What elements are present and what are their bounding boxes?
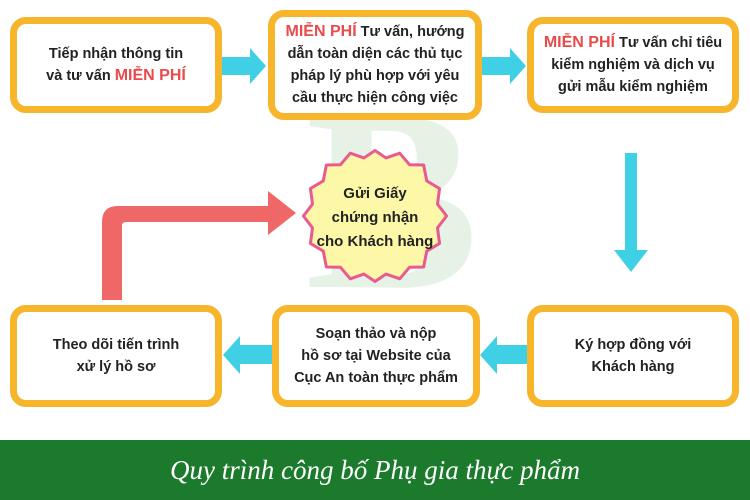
- step-2-box: MIỄN PHÍ Tư vấn, hướng dẫn toàn diện các…: [268, 10, 482, 120]
- arrow-step3-to-step4: [614, 153, 648, 272]
- step-2-free-label: MIỄN PHÍ: [285, 23, 357, 40]
- banner-title: Quy trình công bố Phụ gia thực phẩm: [170, 454, 580, 485]
- arrow-step4-to-step5: [480, 336, 527, 374]
- final-step-text: Gửi Giấy chứng nhận cho Khách hàng: [316, 185, 434, 250]
- title-banner: Quy trình công bố Phụ gia thực phẩm: [0, 440, 750, 500]
- step-3-box: MIỄN PHÍ Tư vấn chỉ tiêu kiểm nghiệm và …: [527, 17, 739, 113]
- step-6-text: Theo dõi tiến trình xử lý hồ sơ: [52, 337, 180, 375]
- step-3-free-label: MIỄN PHÍ: [543, 34, 615, 51]
- step-2-text: Tư vấn, hướng dẫn toàn diện các thủ tục …: [287, 24, 465, 106]
- final-step-badge: [301, 149, 449, 283]
- step-5-text: Soạn thảo và nộp hồ sơ tại Website của C…: [294, 326, 458, 386]
- arrow-step2-to-step3: [482, 48, 526, 84]
- step-6-box: Theo dõi tiến trình xử lý hồ sơ: [10, 305, 222, 407]
- step-4-text: Ký hợp đồng với Khách hàng: [574, 337, 692, 375]
- arrow-step6-to-final: [102, 191, 296, 300]
- step-1-text: Tiếp nhận thông tin và tư vấn: [46, 46, 184, 84]
- diagram-canvas: B attptamduc.com Tiếp nhận thông tin và …: [10, 10, 739, 407]
- step-4-box: Ký hợp đồng với Khách hàng: [527, 305, 739, 407]
- connectors: [102, 48, 648, 374]
- step-1-box: Tiếp nhận thông tin và tư vấn MIỄN PHÍ: [10, 17, 222, 113]
- step-5-box: Soạn thảo và nộp hồ sơ tại Website của C…: [272, 305, 480, 407]
- arrow-step1-to-step2: [222, 48, 266, 84]
- step-1-free-label: MIỄN PHÍ: [114, 67, 186, 84]
- arrow-step5-to-step6: [223, 336, 272, 374]
- step-3-text: Tư vấn chỉ tiêu kiểm nghiệm và dịch vụ g…: [551, 35, 723, 95]
